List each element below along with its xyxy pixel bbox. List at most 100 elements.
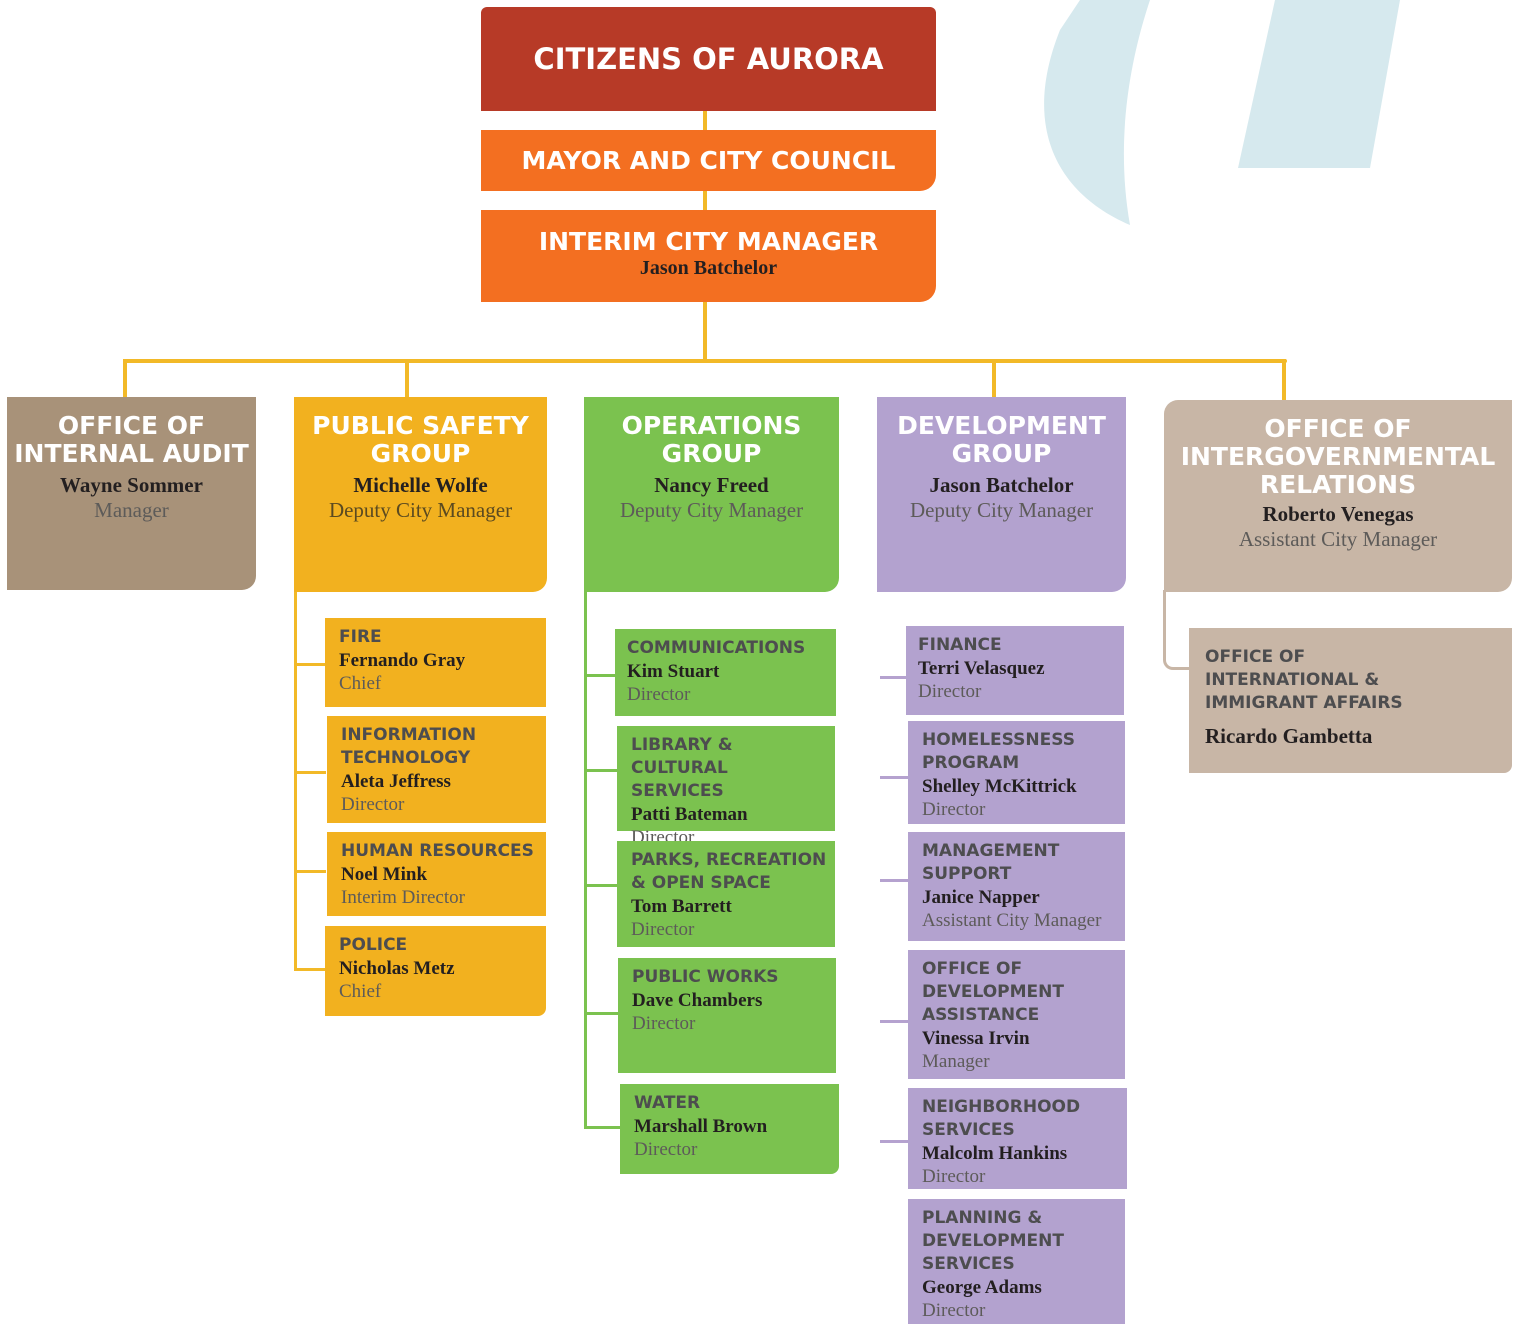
- city-manager-box: INTERIM CITY MANAGER Jason Batchelor: [481, 210, 936, 302]
- unit-role: Director: [918, 681, 982, 702]
- unit-title: HOMELESSNESS: [922, 730, 1075, 750]
- unit-role: Chief: [339, 981, 382, 1002]
- unit-title: POLICE: [339, 935, 408, 955]
- unit-title: TECHNOLOGY: [341, 748, 471, 768]
- safety-branch-tick: [294, 968, 326, 971]
- operations-branch-spine: [584, 588, 587, 1129]
- group-title: GROUP: [370, 439, 471, 468]
- unit-title: SERVICES: [922, 1120, 1015, 1140]
- unit-title: ASSISTANCE: [922, 1005, 1040, 1025]
- group-internal-audit: OFFICE OF INTERNAL AUDIT Wayne Sommer Ma…: [7, 397, 256, 590]
- development-branch-tick: [880, 879, 908, 882]
- operations-branch-tick: [584, 769, 618, 772]
- unit-role: Director: [922, 1300, 986, 1321]
- safety-branch-tick: [294, 870, 326, 873]
- unit-name: Terri Velasquez: [918, 658, 1045, 679]
- unit-title: IMMIGRANT AFFAIRS: [1205, 693, 1403, 713]
- unit-title: PARKS, RECREATION: [631, 850, 827, 870]
- intergov-branch-line: [1163, 590, 1189, 670]
- unit-title: SERVICES: [631, 781, 724, 801]
- group-title: GROUP: [951, 439, 1052, 468]
- unit-title: INTERNATIONAL &: [1205, 670, 1380, 690]
- unit-police: POLICE Nicholas Metz Chief: [325, 926, 546, 1016]
- group-leader-name: Jason Batchelor: [929, 473, 1074, 497]
- connector-drop-intergov: [1282, 359, 1286, 401]
- group-leader-role: Manager: [94, 498, 169, 522]
- unit-homelessness-program: HOMELESSNESS PROGRAM Shelley McKittrick …: [908, 721, 1125, 824]
- unit-title: PROGRAM: [922, 753, 1020, 773]
- unit-neighborhood-services: NEIGHBORHOOD SERVICES Malcolm Hankins Di…: [908, 1088, 1127, 1189]
- group-title: INTERGOVERNMENTAL: [1180, 442, 1496, 471]
- unit-title: COMMUNICATIONS: [627, 638, 806, 658]
- operations-branch-tick: [584, 674, 616, 677]
- connector-drop-safety: [405, 359, 409, 399]
- group-leader-role: Deputy City Manager: [619, 498, 804, 522]
- unit-role: Chief: [339, 673, 382, 694]
- city-manager-title: INTERIM CITY MANAGER: [538, 227, 879, 256]
- unit-management-support: MANAGEMENT SUPPORT Janice Napper Assista…: [908, 832, 1125, 941]
- unit-name: Dave Chambers: [632, 990, 763, 1011]
- unit-title: FINANCE: [918, 635, 1002, 655]
- unit-title: MANAGEMENT: [922, 841, 1060, 861]
- group-intergovernmental: OFFICE OF INTERGOVERNMENTAL RELATIONS Ro…: [1164, 400, 1512, 592]
- unit-name: Fernando Gray: [339, 650, 466, 671]
- unit-title: & OPEN SPACE: [631, 873, 771, 893]
- unit-role: Director: [632, 1013, 696, 1034]
- unit-title: SUPPORT: [922, 864, 1012, 884]
- city-manager-name: Jason Batchelor: [639, 257, 778, 279]
- group-leader-name: Roberto Venegas: [1262, 502, 1414, 526]
- unit-title: PLANNING &: [922, 1208, 1043, 1228]
- unit-title: DEVELOPMENT: [922, 982, 1064, 1002]
- council-title: MAYOR AND CITY COUNCIL: [521, 146, 896, 175]
- development-branch-tick: [880, 1020, 908, 1023]
- unit-name: Aleta Jeffress: [341, 771, 451, 792]
- group-leader-role: Deputy City Manager: [328, 498, 513, 522]
- watermark-quote-marks: [1044, 0, 1400, 225]
- development-branch-tick: [880, 1140, 908, 1143]
- unit-title: OFFICE OF: [922, 959, 1023, 979]
- unit-title: NEIGHBORHOOD: [922, 1097, 1081, 1117]
- group-leader-name: Michelle Wolfe: [353, 473, 488, 497]
- unit-international-immigrant-affairs: OFFICE OF INTERNATIONAL & IMMIGRANT AFFA…: [1189, 628, 1512, 773]
- group-title: GROUP: [661, 439, 762, 468]
- unit-planning-development-services: PLANNING & DEVELOPMENT SERVICES George A…: [908, 1199, 1125, 1324]
- group-leader-role: Deputy City Manager: [909, 498, 1094, 522]
- group-title: OFFICE OF: [1264, 414, 1412, 443]
- unit-title: PUBLIC WORKS: [632, 967, 779, 987]
- unit-office-development-assistance: OFFICE OF DEVELOPMENT ASSISTANCE Vinessa…: [908, 950, 1125, 1079]
- unit-name: Nicholas Metz: [339, 958, 455, 979]
- unit-name: Shelley McKittrick: [922, 776, 1077, 797]
- unit-title: OFFICE OF: [1205, 647, 1306, 667]
- unit-water: WATER Marshall Brown Director: [620, 1084, 839, 1174]
- group-title: RELATIONS: [1259, 470, 1417, 499]
- unit-title: WATER: [634, 1093, 701, 1113]
- unit-name: Malcolm Hankins: [922, 1143, 1068, 1164]
- unit-parks-recreation: PARKS, RECREATION & OPEN SPACE Tom Barre…: [617, 841, 835, 947]
- group-development: DEVELOPMENT GROUP Jason Batchelor Deputy…: [877, 397, 1126, 592]
- unit-title: DEVELOPMENT: [922, 1231, 1064, 1251]
- unit-public-works: PUBLIC WORKS Dave Chambers Director: [618, 958, 836, 1073]
- group-public-safety: PUBLIC SAFETY GROUP Michelle Wolfe Deput…: [294, 397, 547, 592]
- unit-role: Manager: [922, 1051, 990, 1072]
- unit-name: Ricardo Gambetta: [1205, 724, 1373, 748]
- group-operations: OPERATIONS GROUP Nancy Freed Deputy City…: [584, 397, 839, 592]
- unit-name: Tom Barrett: [631, 896, 732, 917]
- operations-branch-tick: [584, 1012, 618, 1015]
- unit-role: Director: [631, 919, 695, 940]
- unit-fire: FIRE Fernando Gray Chief: [325, 618, 546, 707]
- development-branch-tick: [880, 676, 906, 679]
- citizens-box: CITIZENS OF AURORA: [481, 7, 936, 111]
- connector-drop-development: [992, 359, 996, 399]
- unit-information-technology: INFORMATION TECHNOLOGY Aleta Jeffress Di…: [327, 716, 546, 823]
- unit-role: Director: [922, 799, 986, 820]
- connector-drop-audit: [123, 359, 127, 399]
- unit-role: Director: [627, 684, 691, 705]
- group-leader-name: Nancy Freed: [654, 473, 769, 497]
- group-title: OFFICE OF: [57, 411, 206, 440]
- group-title: DEVELOPMENT: [897, 411, 1106, 440]
- unit-role: Interim Director: [341, 887, 465, 908]
- safety-branch-spine: [294, 588, 297, 971]
- unit-name: George Adams: [922, 1277, 1042, 1298]
- unit-name: Kim Stuart: [627, 661, 720, 682]
- group-leader-role: Assistant City Manager: [1238, 527, 1438, 551]
